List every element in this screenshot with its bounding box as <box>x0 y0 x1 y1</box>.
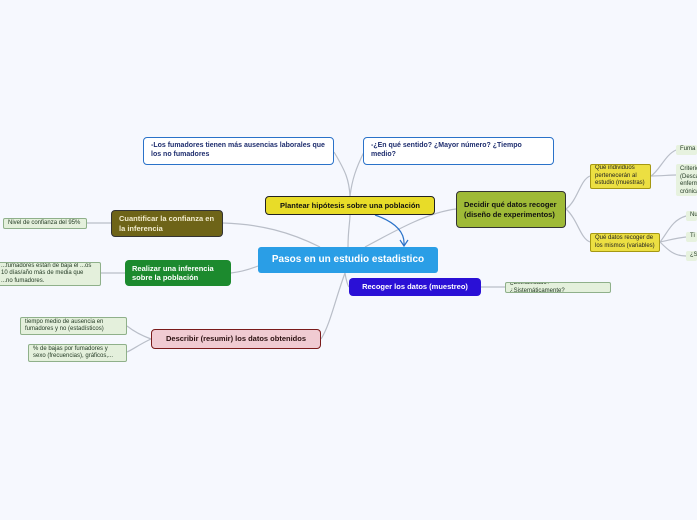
central-topic[interactable]: Pasos en un estudio estadistico <box>258 247 438 273</box>
subtopic-variables[interactable]: Qué datos recoger de los mismos (variabl… <box>590 233 660 252</box>
branch-decide-data[interactable]: Decidir qué datos recoger (diseño de exp… <box>456 191 566 228</box>
callout-hypothesis-statement[interactable]: -Los fumadores tienen más ausencias labo… <box>143 137 334 165</box>
branch-hypothesis[interactable]: Plantear hipótesis sobre una población <box>265 196 435 215</box>
callout-hypothesis-question[interactable]: -¿En qué sentido? ¿Mayor número? ¿Tiempo… <box>363 137 554 165</box>
leaf-nu[interactable]: Nu <box>686 211 697 221</box>
leaf-ti[interactable]: Ti <box>686 232 697 242</box>
subtopic-inference-result[interactable]: ...fumadores están de baja el ...os 10 d… <box>0 262 101 286</box>
subtopic-sampling[interactable]: ¿Estratificado? ¿Sistemáticamente? <box>505 282 611 293</box>
leaf-fuma[interactable]: Fuma <box>676 145 697 155</box>
subtopic-absence-percent[interactable]: % de bajas por fumadores y sexo (frecuen… <box>28 344 127 362</box>
subtopic-individuals[interactable]: Qué individuos pertenecerán al estudio (… <box>590 164 651 189</box>
branch-quantify-confidence[interactable]: Cuantificar la confianza en la inferenci… <box>111 210 223 237</box>
branch-collect-data[interactable]: Recoger los datos (muestreo) <box>349 278 481 296</box>
leaf-criterio[interactable]: Criterio (Desca enferm crónica <box>676 164 697 196</box>
branch-describe-data[interactable]: Describir (resumir) los datos obtenidos <box>151 329 321 349</box>
subtopic-confidence-level[interactable]: Nivel de confianza del 95% <box>3 218 87 229</box>
hypothesis-relation-arrow <box>374 214 405 246</box>
subtopic-mean-absence[interactable]: tiempo medio de ausencia en fumadores y … <box>20 317 127 335</box>
branch-make-inference[interactable]: Realizar una inferencia sobre la poblaci… <box>125 260 231 286</box>
leaf-s[interactable]: ¿S <box>686 251 697 261</box>
